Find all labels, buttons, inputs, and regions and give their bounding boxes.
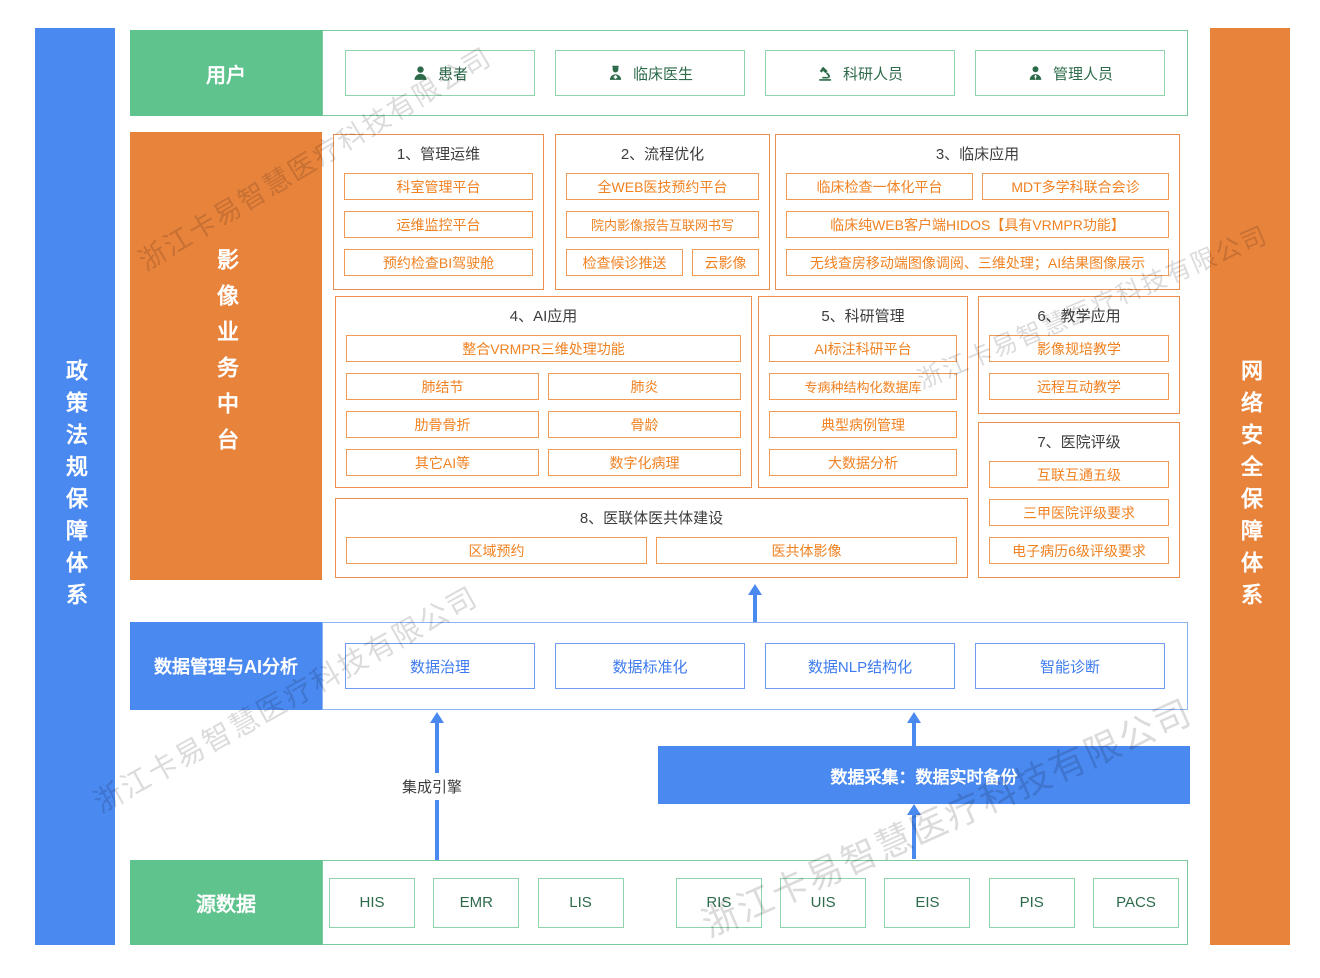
section-title: 7、医院评级 — [1037, 433, 1121, 451]
section-title: 8、医联体医共体建设 — [579, 509, 724, 527]
microscope-icon — [817, 65, 834, 82]
platform-item: MDT多学科联合会诊 — [982, 173, 1169, 200]
source-item: LIS — [537, 877, 624, 928]
network-security-label: 网络安全保障体系 — [1238, 358, 1263, 615]
source-item: PACS — [1092, 877, 1179, 928]
platform-item: 预约检查BI驾驶舱 — [344, 249, 533, 276]
network-security-bar: 网络安全保障体系 — [1210, 28, 1290, 945]
user-item-clinician: 临床医生 — [555, 50, 745, 96]
source-item: HIS — [329, 877, 415, 928]
platform-item: 区域预约 — [346, 537, 647, 564]
data-mgmt-item: 智能诊断 — [975, 643, 1165, 689]
arrow-up — [906, 712, 922, 746]
platform-item: 全WEB医技预约平台 — [566, 173, 759, 200]
source-item: PIS — [988, 877, 1075, 928]
section-ai-applications: 4、AI应用 整合VRMPR三维处理功能 肺结节 肺炎 肋骨骨折 骨龄 其它AI… — [335, 296, 752, 488]
platform-item: 无线查房移动端图像调阅、三维处理；AI结果图像展示 — [786, 249, 1169, 276]
data-mgmt-row-container: 数据治理 数据标准化 数据NLP结构化 智能诊断 — [322, 622, 1188, 710]
platform-item: 临床纯WEB客户端HIDOS【具有VRMPR功能】 — [786, 211, 1169, 238]
user-item-admin: 管理人员 — [975, 50, 1165, 96]
platform-item: 科室管理平台 — [344, 173, 533, 200]
platform-item: 骨龄 — [548, 411, 741, 438]
user-item-label: 科研人员 — [842, 65, 903, 83]
arrow-up — [906, 804, 922, 859]
platform-item: 肺炎 — [548, 373, 741, 400]
platform-item: 肋骨骨折 — [346, 411, 539, 438]
section-medical-alliance: 8、医联体医共体建设 区域预约 医共体影像 — [335, 498, 968, 578]
user-item-label: 临床医生 — [632, 65, 693, 83]
section-title: 5、科研管理 — [821, 307, 905, 325]
data-mgmt-item: 数据标准化 — [555, 643, 745, 689]
source-item: RIS — [675, 877, 762, 928]
source-row-container: HIS EMR LIS RIS UIS EIS PIS PACS — [322, 860, 1188, 945]
data-mgmt-row-label: 数据管理与AI分析 — [130, 622, 322, 710]
section-hospital-rating: 7、医院评级 互联互通五级 三甲医院评级要求 电子病历6级评级要求 — [978, 422, 1180, 578]
source-item: UIS — [780, 877, 867, 928]
platform-item: 专病种结构化数据库 — [769, 373, 957, 400]
platform-item: 大数据分析 — [769, 449, 957, 476]
section-management-ops: 1、管理运维 科室管理平台 运维监控平台 预约检查BI驾驶舱 — [333, 134, 544, 290]
imaging-platform-label: 影像业务中台 — [214, 248, 239, 464]
section-teaching-applications: 6、教学应用 影像规培教学 远程互动教学 — [978, 296, 1180, 414]
platform-item: 互联互通五级 — [989, 461, 1169, 488]
platform-item: 医共体影像 — [656, 537, 957, 564]
platform-item: 肺结节 — [346, 373, 539, 400]
section-title: 3、临床应用 — [935, 145, 1020, 163]
user-item-patient: 患者 — [345, 50, 535, 96]
data-mgmt-item: 数据NLP结构化 — [765, 643, 955, 689]
section-clinical-applications: 3、临床应用 临床检查一体化平台 MDT多学科联合会诊 临床纯WEB客户端HID… — [775, 134, 1180, 290]
section-title: 1、管理运维 — [396, 145, 481, 163]
section-research-management: 5、科研管理 AI标注科研平台 专病种结构化数据库 典型病例管理 大数据分析 — [758, 296, 968, 488]
platform-item: 院内影像报告互联网书写 — [566, 211, 759, 238]
platform-item: 典型病例管理 — [769, 411, 957, 438]
data-collection-box: 数据采集：数据实时备份 — [658, 746, 1190, 804]
platform-item: 运维监控平台 — [344, 211, 533, 238]
section-process-optimization: 2、流程优化 全WEB医技预约平台 院内影像报告互联网书写 检查候诊推送 云影像 — [555, 134, 770, 290]
source-item: EIS — [884, 877, 971, 928]
user-item-label: 患者 — [437, 65, 468, 83]
policy-regulation-label: 政策法规保障体系 — [63, 358, 88, 615]
section-title: 2、流程优化 — [620, 145, 705, 163]
arrow-up — [747, 584, 763, 622]
platform-item: 临床检查一体化平台 — [786, 173, 973, 200]
users-row-label: 用户 — [130, 30, 322, 116]
platform-item: AI标注科研平台 — [769, 335, 957, 362]
platform-item: 其它AI等 — [346, 449, 539, 476]
source-row-label: 源数据 — [130, 860, 322, 945]
source-item: EMR — [433, 877, 520, 928]
integration-engine-label: 集成引擎 — [396, 773, 469, 800]
user-item-researcher: 科研人员 — [765, 50, 955, 96]
platform-item: 影像规培教学 — [989, 335, 1169, 362]
platform-item: 数字化病理 — [548, 449, 741, 476]
platform-item: 整合VRMPR三维处理功能 — [346, 335, 741, 362]
platform-item: 电子病历6级评级要求 — [989, 537, 1169, 564]
platform-item: 检查候诊推送 — [566, 249, 683, 276]
user-item-label: 管理人员 — [1052, 65, 1113, 83]
platform-item: 三甲医院评级要求 — [989, 499, 1169, 526]
users-row-container: 患者 临床医生 科研人员 管理人员 — [322, 30, 1188, 116]
policy-regulation-bar: 政策法规保障体系 — [35, 28, 115, 945]
doctor-icon — [607, 65, 624, 82]
section-title: 6、教学应用 — [1037, 307, 1121, 325]
section-title: 4、AI应用 — [509, 307, 578, 325]
platform-item: 远程互动教学 — [989, 373, 1169, 400]
data-mgmt-item: 数据治理 — [345, 643, 535, 689]
admin-icon — [1027, 65, 1044, 82]
imaging-platform-bar: 影像业务中台 — [130, 132, 322, 580]
patient-icon — [412, 65, 429, 82]
platform-item: 云影像 — [692, 249, 759, 276]
